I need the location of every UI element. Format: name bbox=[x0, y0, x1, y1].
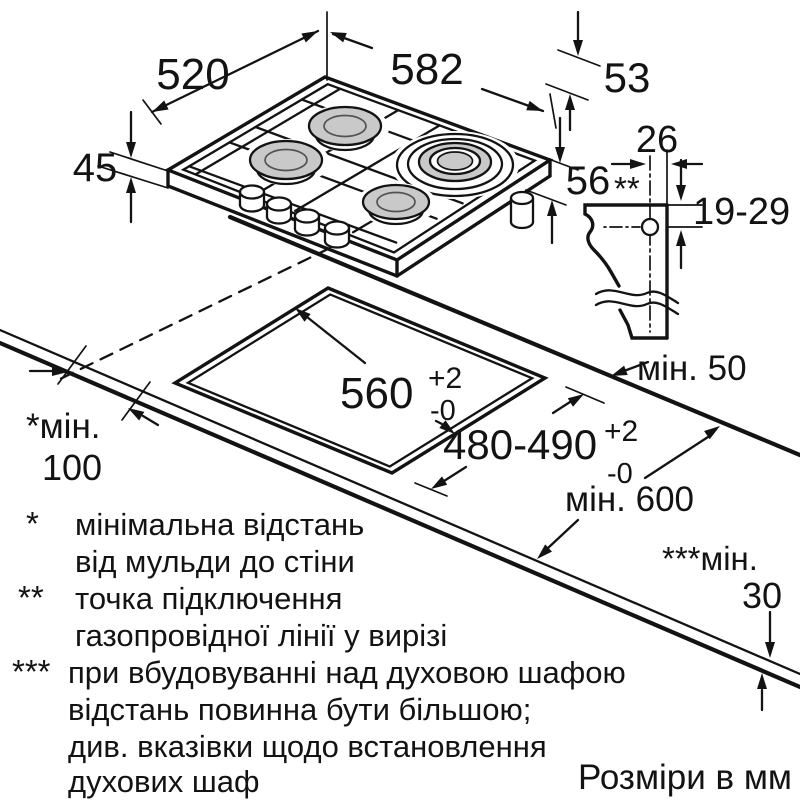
dim-53-label: 53 bbox=[604, 54, 651, 101]
worktop-back-edge-line bbox=[227, 214, 800, 458]
footnote-3-line-2: відстань повинна бути більшою; bbox=[68, 692, 531, 727]
cutout-width-label: 560 bbox=[340, 369, 413, 418]
break-wave-1 bbox=[594, 289, 680, 305]
break-wave-2 bbox=[594, 300, 680, 316]
worktop-front-edge-top-line bbox=[0, 328, 800, 676]
dim-19-29-label: 19-29 bbox=[693, 191, 790, 233]
dim-45-label: 45 bbox=[73, 146, 118, 190]
min30-value-label: 30 bbox=[742, 575, 782, 616]
burner-front bbox=[355, 183, 437, 226]
burner-back bbox=[301, 105, 389, 152]
footnote-2-line-1: точка підключення bbox=[75, 581, 342, 616]
profile-detail bbox=[583, 149, 703, 340]
labels: 520 582 53 45 56 26 ** 19-29 560 +2 -0 4… bbox=[26, 45, 790, 616]
footnote-3-line-1: при вбудовуванні над духовою шафою bbox=[68, 655, 626, 690]
footnote-1-line-1: мінімальна відстань bbox=[75, 507, 364, 542]
profile-upper-contour bbox=[583, 203, 669, 288]
min100-value-label: 100 bbox=[42, 447, 102, 488]
hob-projection-dashed-line bbox=[56, 246, 332, 382]
gas-point-marker: ** bbox=[614, 170, 640, 207]
cutout-outline-inner bbox=[185, 293, 535, 468]
hob-foot bbox=[509, 190, 535, 230]
burner-wok bbox=[391, 131, 519, 199]
footnote-3-marker: *** bbox=[12, 653, 51, 690]
footnote-3-line-4: духових шаф bbox=[68, 764, 260, 799]
knob-2 bbox=[265, 196, 293, 225]
control-knobs bbox=[238, 184, 351, 249]
cutout-width-tol-dn: -0 bbox=[430, 395, 456, 427]
worktop-front-edge-bottom-line bbox=[0, 340, 800, 690]
dim-26-label: 26 bbox=[636, 119, 678, 161]
footnote-2-line-2: газопровідної лінії у вирізі bbox=[75, 618, 447, 653]
knob-1 bbox=[238, 184, 266, 213]
profile-lower-contour bbox=[618, 308, 669, 340]
min100-prefix-label: *мін. bbox=[26, 407, 101, 446]
min600-label: мін. 600 bbox=[565, 480, 694, 519]
burner-left bbox=[242, 139, 330, 186]
min30-prefix-label: ***мін. bbox=[662, 540, 758, 577]
footnotes: * мінімальна відстань від мульди до стін… bbox=[12, 505, 792, 799]
hob-drawing bbox=[164, 75, 554, 278]
min50-label: мін. 50 bbox=[637, 349, 747, 388]
dim-56-label: 56 bbox=[566, 159, 611, 203]
cutout-depth-label: 480-490 bbox=[443, 421, 597, 468]
gas-connection-point bbox=[640, 217, 660, 237]
footnote-1-marker: * bbox=[26, 505, 39, 542]
knob-4 bbox=[323, 220, 351, 249]
cutout-depth-tol-dn: -0 bbox=[607, 458, 633, 490]
worktop-drawing bbox=[0, 214, 800, 690]
cutout-width-tol-up: +2 bbox=[428, 362, 462, 395]
units-note: Розміри в мм bbox=[578, 758, 792, 797]
footnote-3-line-3: див. вказівки щодо встановлення bbox=[68, 729, 547, 764]
footnote-1-line-2: від мульди до стіни bbox=[75, 544, 355, 579]
dimension-lines bbox=[28, 10, 775, 712]
cutout-depth-tol-up: +2 bbox=[604, 415, 638, 448]
dim-582-label: 582 bbox=[390, 45, 463, 94]
dim-520-label: 520 bbox=[156, 50, 229, 99]
knob-3 bbox=[293, 208, 321, 237]
footnote-2-marker: ** bbox=[18, 579, 44, 616]
